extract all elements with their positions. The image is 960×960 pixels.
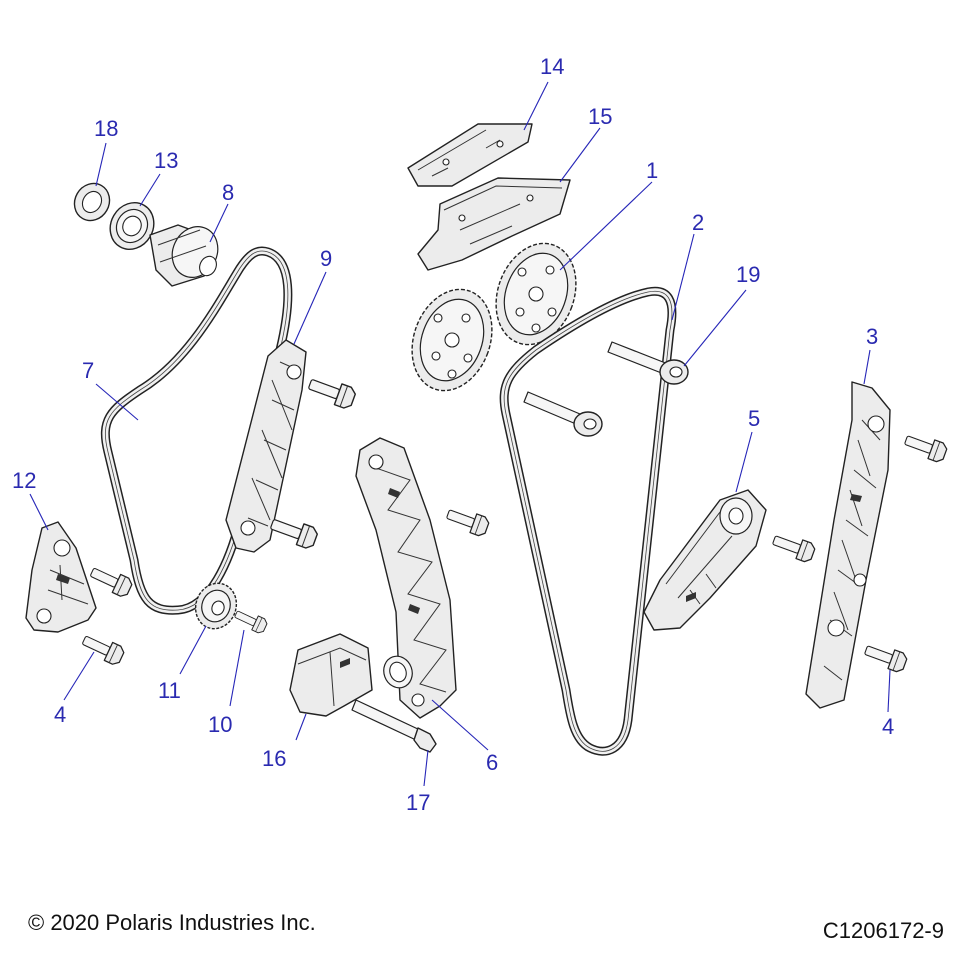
callout-8: 8 (222, 180, 234, 205)
part-bearing (109, 202, 155, 250)
part-pin-lower (523, 391, 603, 437)
bolt-tensioner-guide (443, 504, 491, 539)
callout-17: 17 (406, 790, 430, 815)
callout-16: 16 (262, 746, 286, 771)
callout-3: 3 (866, 324, 878, 349)
callout-18: 18 (94, 116, 118, 141)
part-cam-carrier (417, 177, 571, 271)
part-tensioner-arm-left (25, 521, 97, 633)
part-shaft-sprocket (149, 224, 219, 287)
callout-1: 1 (646, 158, 658, 183)
leader-lines (29, 81, 891, 787)
callout-2: 2 (692, 210, 704, 235)
bolt-guide-lower (267, 512, 320, 551)
bolt-guide-upper (305, 372, 358, 411)
part-cam-gear-rear (411, 288, 493, 392)
part-tensioner-arm-right (643, 489, 767, 631)
part-tensioner-bolt (351, 699, 437, 753)
part-seal (73, 182, 111, 222)
callout-9: 9 (320, 246, 332, 271)
part-chain-guide-left (225, 339, 307, 553)
bolt-guide-right-upper (901, 430, 949, 465)
part-tensioner-guide (355, 437, 457, 719)
callout-13: 13 (154, 148, 178, 173)
callout-7: 7 (82, 358, 94, 383)
part-cam-gear-front (495, 242, 577, 346)
part-chain-right (499, 286, 677, 756)
part-chain-guide-right (805, 381, 891, 709)
callout-12: 12 (12, 468, 36, 493)
part-bolt-sprocket (232, 606, 269, 636)
callout-5: 5 (748, 406, 760, 431)
bolt-4-left (79, 630, 127, 668)
callout-4-left: 4 (54, 702, 66, 727)
part-small-sprocket (194, 582, 238, 630)
bolt-arm-left (87, 562, 135, 600)
callout-6: 6 (486, 750, 498, 775)
callout-4-right: 4 (882, 714, 894, 739)
bolt-4-right (861, 640, 909, 675)
part-cam-cover (407, 123, 533, 187)
callout-11: 11 (158, 678, 181, 703)
callout-19: 19 (736, 262, 760, 287)
copyright-text: © 2020 Polaris Industries Inc. (28, 910, 316, 935)
part-pin-upper (607, 341, 689, 385)
callout-14: 14 (540, 54, 564, 79)
part-chain-tensioner (289, 633, 413, 717)
callout-15: 15 (588, 104, 612, 129)
drawing-number: C1206172-9 (822, 918, 944, 943)
bolt-arm-right (769, 530, 817, 565)
callout-10: 10 (208, 712, 232, 737)
